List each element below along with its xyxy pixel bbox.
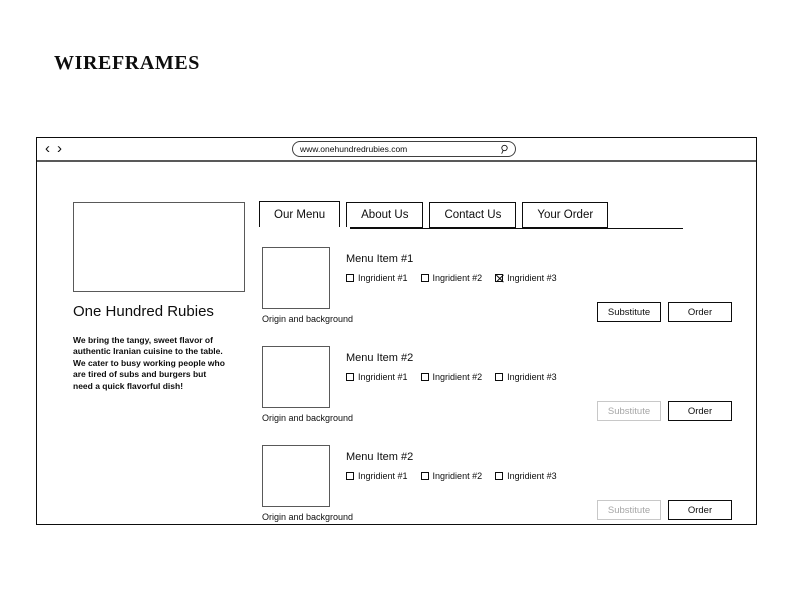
ingredient-option[interactable]: Ingridient #2 xyxy=(420,372,483,382)
ingredient-checkbox[interactable] xyxy=(346,373,354,381)
tab-our-menu[interactable]: Our Menu xyxy=(259,201,341,228)
substitute-button[interactable]: Substitute xyxy=(597,302,661,322)
ingredient-option[interactable]: Ingridient #2 xyxy=(420,471,483,481)
menu-item-actions: Substitute Order xyxy=(597,401,732,421)
menu-item-row: Origin and background Menu Item #2 Ingri… xyxy=(262,445,732,544)
menu-item-row: Origin and background Menu Item #2 Ingri… xyxy=(262,346,732,445)
ingredient-checkbox[interactable] xyxy=(420,373,429,381)
browser-viewport: One Hundred Rubies We bring the tangy, s… xyxy=(37,162,756,524)
ingredient-checkbox-checked[interactable] xyxy=(495,274,504,282)
tab-your-order[interactable]: Your Order xyxy=(522,202,609,228)
ingredient-label: Ingridient #1 xyxy=(358,372,408,382)
ingredient-option[interactable]: Ingridient #3 xyxy=(495,372,557,382)
order-button[interactable]: Order xyxy=(668,500,732,520)
ingredient-label: Ingridient #3 xyxy=(507,471,557,481)
ingredient-option[interactable]: Ingridient #1 xyxy=(346,471,408,481)
tab-bar-underline xyxy=(259,228,683,229)
ingredient-label: Ingridient #1 xyxy=(358,273,408,283)
order-button[interactable]: Order xyxy=(668,401,732,421)
page-title: WIREFRAMES xyxy=(54,52,201,74)
substitute-button-disabled: Substitute xyxy=(597,401,661,421)
menu-item-thumbnail xyxy=(262,445,330,507)
ingredient-options: Ingridient #1 Ingridient #2 Ingridient #… xyxy=(346,471,557,481)
forward-icon[interactable]: › xyxy=(57,140,62,157)
menu-item-title: Menu Item #2 xyxy=(346,451,414,463)
sidebar: One Hundred Rubies We bring the tangy, s… xyxy=(73,202,249,392)
tab-about-us[interactable]: About Us xyxy=(346,202,424,228)
ingredient-option[interactable]: Ingridient #3 xyxy=(495,471,557,481)
ingredient-checkbox[interactable] xyxy=(420,274,429,282)
ingredient-label: Ingridient #2 xyxy=(432,273,483,283)
ingredient-label: Ingridient #3 xyxy=(507,273,557,283)
menu-item-caption: Origin and background xyxy=(262,314,354,324)
url-input[interactable]: www.onehundredrubies.com xyxy=(300,144,408,154)
brand-blurb: We bring the tangy, sweet flavor of auth… xyxy=(73,335,225,391)
menu-item-thumbnail xyxy=(262,346,330,408)
ingredient-options: Ingridient #1 Ingridient #2 Ingridient #… xyxy=(346,372,557,382)
ingredient-checkbox[interactable] xyxy=(495,472,504,480)
active-tab-notch xyxy=(259,227,350,230)
menu-item-list: Origin and background Menu Item #1 Ingri… xyxy=(262,247,732,544)
ingredient-label: Ingridient #2 xyxy=(432,372,483,382)
browser-nav-buttons: ‹ › xyxy=(45,140,62,158)
browser-toolbar: ‹ › www.onehundredrubies.com xyxy=(37,138,756,162)
ingredient-option[interactable]: Ingridient #1 xyxy=(346,273,408,283)
menu-item-thumbnail xyxy=(262,247,330,309)
ingredient-label: Ingridient #3 xyxy=(507,372,557,382)
ingredient-checkbox[interactable] xyxy=(420,472,429,480)
ingredient-checkbox[interactable] xyxy=(495,373,504,381)
url-bar[interactable]: www.onehundredrubies.com xyxy=(292,141,516,157)
ingredient-option[interactable]: Ingridient #2 xyxy=(420,273,483,283)
tab-bar: Our Menu About Us Contact Us Your Order xyxy=(259,201,614,228)
hero-image-placeholder xyxy=(73,202,245,292)
brand-name: One Hundred Rubies xyxy=(73,303,214,320)
browser-window-mockup: ‹ › www.onehundredrubies.com One Hundred… xyxy=(36,137,757,525)
ingredient-option[interactable]: Ingridient #3 xyxy=(495,273,557,283)
menu-item-title: Menu Item #1 xyxy=(346,253,414,265)
menu-item-row: Origin and background Menu Item #1 Ingri… xyxy=(262,247,732,346)
menu-item-title: Menu Item #2 xyxy=(346,352,414,364)
menu-item-actions: Substitute Order xyxy=(597,500,732,520)
back-icon[interactable]: ‹ xyxy=(45,140,50,157)
tab-contact-us[interactable]: Contact Us xyxy=(429,202,517,228)
ingredient-label: Ingridient #2 xyxy=(432,471,483,481)
ingredient-checkbox[interactable] xyxy=(346,274,354,282)
menu-item-caption: Origin and background xyxy=(262,512,354,522)
order-button[interactable]: Order xyxy=(668,302,732,322)
magnifier-icon[interactable] xyxy=(500,144,509,155)
ingredient-option[interactable]: Ingridient #1 xyxy=(346,372,408,382)
ingredient-options: Ingridient #1 Ingridient #2 Ingridient #… xyxy=(346,273,557,283)
menu-item-actions: Substitute Order xyxy=(597,302,732,322)
substitute-button-disabled: Substitute xyxy=(597,500,661,520)
menu-item-caption: Origin and background xyxy=(262,413,354,423)
ingredient-checkbox[interactable] xyxy=(346,472,354,480)
ingredient-label: Ingridient #1 xyxy=(358,471,408,481)
